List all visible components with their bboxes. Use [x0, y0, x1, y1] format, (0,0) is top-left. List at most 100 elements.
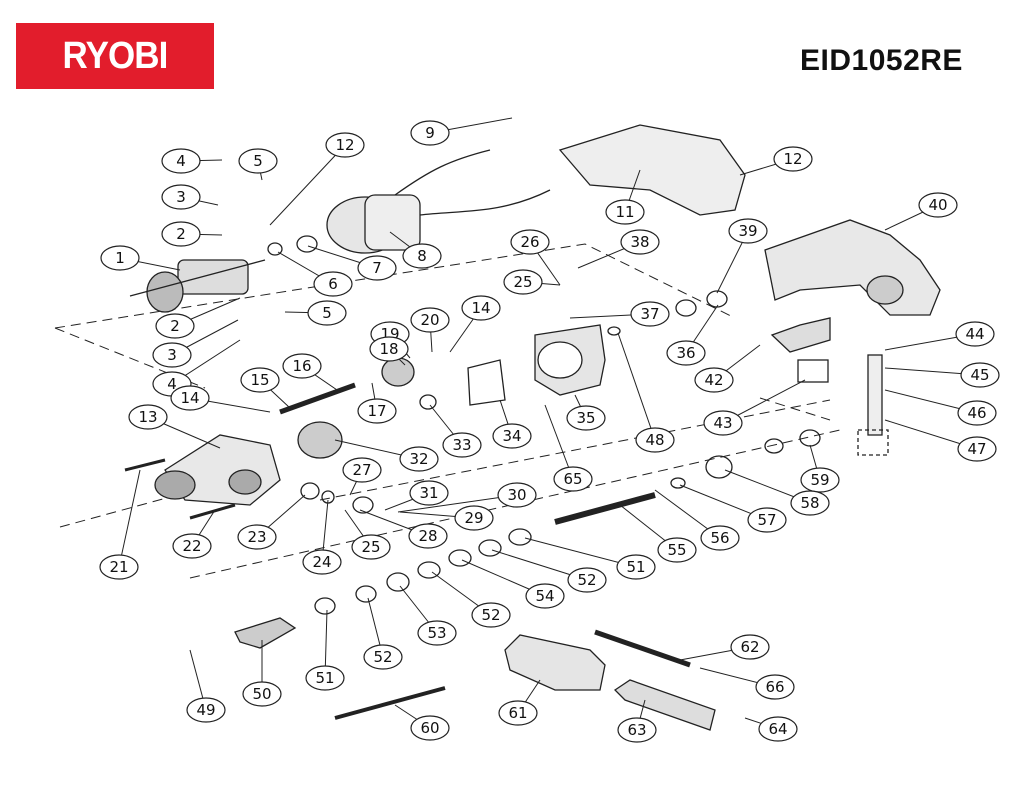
callout-bubble	[307, 300, 347, 326]
callout-34: 34	[492, 423, 532, 449]
callout-number: 1	[115, 249, 125, 267]
callout-bubble	[242, 681, 282, 707]
callout-24: 24	[302, 549, 342, 575]
depth-gauge-part	[334, 686, 446, 720]
callout-number: 25	[361, 538, 380, 556]
callout-2: 2	[161, 221, 201, 247]
callout-bubble	[730, 634, 770, 660]
screws-part	[124, 458, 236, 520]
clamp-part	[504, 634, 606, 691]
callout-number: 34	[502, 427, 521, 445]
callout-16: 16	[282, 353, 322, 379]
callout-number: 63	[627, 721, 646, 739]
callout-bubble	[402, 243, 442, 269]
callout-bubble	[471, 602, 511, 628]
callout-35: 35	[566, 405, 606, 431]
callout-bubble	[747, 507, 787, 533]
callout-bubble	[620, 229, 660, 255]
callout-bubble	[497, 482, 537, 508]
callout-39: 39	[728, 218, 768, 244]
callout-number: 60	[420, 719, 439, 737]
callout-bubble	[790, 490, 830, 516]
armature-part	[129, 259, 266, 313]
callout-17: 17	[357, 398, 397, 424]
callout-bubble	[957, 400, 997, 426]
callout-3: 3	[161, 184, 201, 210]
callout-bubble	[410, 307, 450, 333]
callout-number: 40	[928, 196, 947, 214]
callout-65: 65	[553, 466, 593, 492]
callout-number: 50	[252, 685, 271, 703]
callout-bubble	[282, 353, 322, 379]
callout-64: 64	[758, 716, 798, 742]
gear-18-part	[381, 357, 415, 387]
callout-25: 25	[503, 269, 543, 295]
callout-bubble	[313, 271, 353, 297]
callout-23: 23	[237, 524, 277, 550]
callout-number: 16	[292, 357, 311, 375]
callout-number: 14	[180, 389, 199, 407]
callout-number: 25	[513, 273, 532, 291]
callout-number: 6	[328, 275, 338, 293]
leader-line	[269, 144, 346, 226]
callout-30: 30	[497, 482, 537, 508]
callout-bubble	[170, 385, 210, 411]
callout-number: 22	[182, 537, 201, 555]
callout-number: 27	[352, 461, 371, 479]
callout-number: 28	[418, 527, 437, 545]
callout-number: 8	[417, 247, 427, 265]
callout-number: 38	[630, 233, 649, 251]
callout-21: 21	[99, 554, 139, 580]
callout-bubble	[172, 533, 212, 559]
callout-number: 12	[783, 150, 802, 168]
callout-bubble	[161, 184, 201, 210]
callout-number: 12	[335, 136, 354, 154]
spindle-55-part	[554, 492, 656, 525]
stator-part	[326, 149, 551, 254]
callout-9: 9	[410, 120, 450, 146]
callout-5: 5	[307, 300, 347, 326]
callout-bubble	[442, 432, 482, 458]
callout-29: 29	[454, 505, 494, 531]
callout-bubble	[186, 697, 226, 723]
callout-15: 15	[240, 367, 280, 393]
callout-number: 5	[322, 304, 332, 322]
callout-number: 61	[508, 704, 527, 722]
callout-number: 35	[576, 409, 595, 427]
callout-number: 36	[676, 344, 695, 362]
callout-number: 14	[471, 299, 490, 317]
callout-14: 14	[461, 295, 501, 321]
callout-number: 55	[667, 541, 686, 559]
callout-bubble	[635, 427, 675, 453]
callout-18: 18	[369, 336, 409, 362]
callout-number: 24	[312, 553, 331, 571]
callout-4: 4	[161, 148, 201, 174]
callout-63: 63	[617, 717, 657, 743]
front-housing-part	[154, 434, 281, 506]
callout-7: 7	[357, 255, 397, 281]
callout-number: 33	[452, 436, 471, 454]
callout-51: 51	[616, 554, 656, 580]
callout-38: 38	[620, 229, 660, 255]
callout-number: 29	[464, 509, 483, 527]
callout-66: 66	[755, 674, 795, 700]
callout-number: 52	[577, 571, 596, 589]
callout-bubble	[666, 340, 706, 366]
callout-52: 52	[567, 567, 607, 593]
callout-number: 62	[740, 638, 759, 656]
callout-27: 27	[342, 457, 382, 483]
callout-42: 42	[694, 367, 734, 393]
callout-bubble	[630, 301, 670, 327]
callout-number: 45	[970, 366, 989, 384]
callout-22: 22	[172, 533, 212, 559]
callout-bubble	[363, 644, 403, 670]
callout-bubble	[410, 715, 450, 741]
callout-number: 52	[373, 648, 392, 666]
callout-31: 31	[409, 480, 449, 506]
model-number: EID1052RE	[800, 44, 963, 77]
callout-55: 55	[657, 537, 697, 563]
callout-32: 32	[399, 446, 439, 472]
callout-number: 13	[138, 408, 157, 426]
callout-bubble	[238, 148, 278, 174]
callout-61: 61	[498, 700, 538, 726]
